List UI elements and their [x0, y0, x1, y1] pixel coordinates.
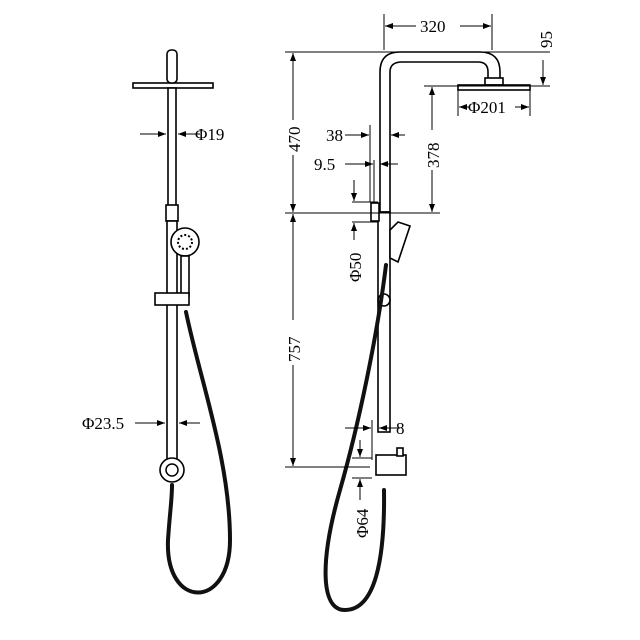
- side-lower-pipe: [377, 211, 391, 433]
- front-view: Φ19 Φ23.5: [82, 49, 233, 595]
- dim-320: 320: [420, 17, 446, 36]
- dim-phi64: Φ64: [353, 508, 372, 538]
- front-upper-pipe: [167, 87, 177, 209]
- side-hand-shower: [389, 221, 412, 264]
- dim-phi201: Φ201: [468, 98, 506, 117]
- hand-shower-handle: [180, 255, 190, 297]
- side-hose: [323, 263, 388, 613]
- front-bracket: [165, 204, 179, 222]
- side-view: 320 95 Φ201 470 757 378 38 9.5: [285, 14, 556, 613]
- front-arm-top: [166, 49, 178, 84]
- dim-378: 378: [424, 143, 443, 169]
- slide-holder: [154, 292, 190, 306]
- dim-95: 95: [537, 31, 556, 48]
- dim-phi50: Φ50: [346, 253, 365, 282]
- side-shower-arm: [379, 51, 501, 213]
- side-swivel: [484, 77, 504, 86]
- dim-phi23-5: Φ23.5: [82, 414, 124, 433]
- dim-8: 8: [396, 419, 405, 438]
- hand-shower-head: [170, 227, 200, 257]
- dim-470: 470: [285, 127, 304, 153]
- dim-phi19: Φ19: [195, 125, 224, 144]
- front-diverter-knob: [165, 463, 179, 477]
- dim-757: 757: [285, 336, 304, 362]
- side-shower-head: [457, 84, 531, 91]
- dim-38: 38: [326, 126, 343, 145]
- dim-9-5: 9.5: [314, 155, 335, 174]
- hand-shower-nozzles: [177, 234, 193, 250]
- side-diverter: [375, 454, 407, 476]
- side-wall-bracket: [370, 202, 380, 222]
- front-hose: [165, 310, 233, 595]
- front-lower-pipe: [166, 220, 178, 462]
- side-diverter-knob: [396, 447, 404, 457]
